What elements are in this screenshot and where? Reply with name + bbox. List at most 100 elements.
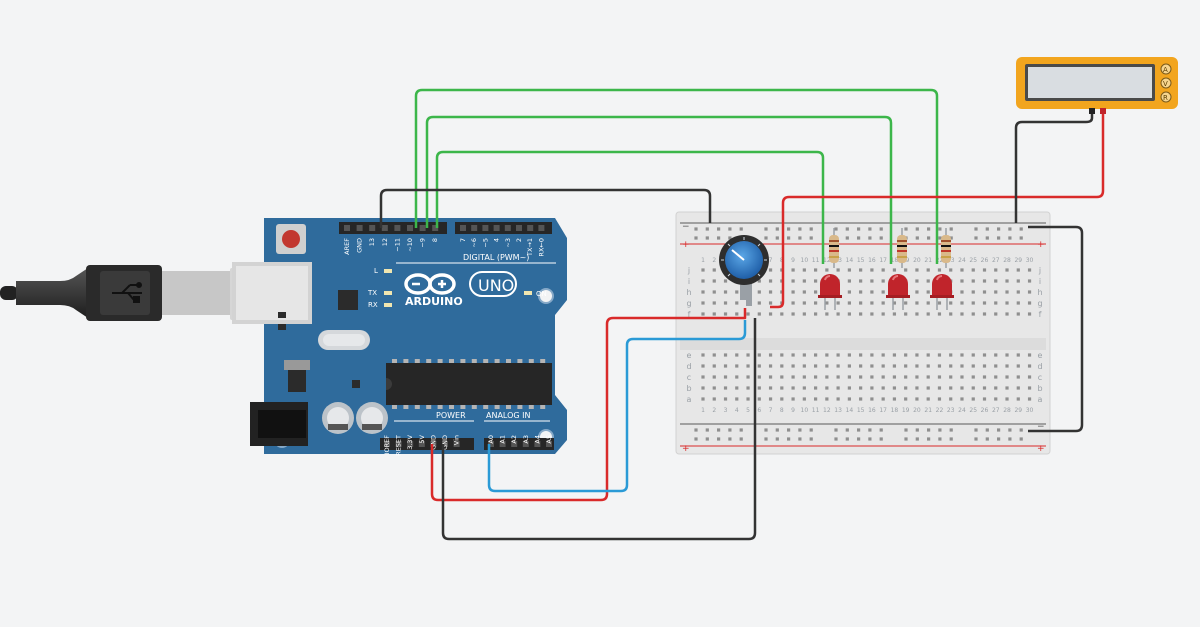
- breadboard-hole[interactable]: [960, 301, 964, 305]
- multimeter[interactable]: A V R: [1016, 57, 1178, 114]
- breadboard-hole[interactable]: [949, 227, 953, 231]
- breadboard-hole[interactable]: [701, 353, 705, 357]
- breadboard-hole[interactable]: [757, 364, 761, 368]
- breadboard-hole[interactable]: [802, 397, 806, 401]
- breadboard-hole[interactable]: [768, 279, 773, 283]
- breadboard-hole[interactable]: [701, 290, 705, 294]
- breadboard-hole[interactable]: [949, 236, 953, 240]
- breadboard-hole[interactable]: [927, 428, 931, 432]
- breadboard-hole[interactable]: [757, 301, 761, 305]
- breadboard-hole[interactable]: [949, 268, 953, 272]
- breadboard-hole[interactable]: [937, 353, 942, 357]
- breadboard-hole[interactable]: [712, 386, 716, 390]
- breadboard-hole[interactable]: [949, 386, 953, 390]
- breadboard-hole[interactable]: [723, 397, 728, 401]
- breadboard-hole[interactable]: [971, 353, 975, 357]
- breadboard-hole[interactable]: [926, 353, 930, 357]
- breadboard-hole[interactable]: [757, 375, 761, 379]
- breadboard-hole[interactable]: [994, 290, 998, 294]
- analog-pin-holes[interactable]: [488, 441, 552, 447]
- breadboard-hole[interactable]: [694, 437, 698, 441]
- breadboard-hole[interactable]: [937, 312, 942, 316]
- breadboard-hole[interactable]: [845, 428, 849, 432]
- breadboard-hole[interactable]: [974, 437, 978, 441]
- breadboard-hole[interactable]: [728, 428, 732, 432]
- breadboard-hole[interactable]: [723, 279, 728, 283]
- breadboard-hole[interactable]: [780, 386, 784, 390]
- breadboard-hole[interactable]: [904, 375, 908, 379]
- breadboard-hole[interactable]: [802, 364, 806, 368]
- breadboard-hole[interactable]: [915, 375, 919, 379]
- mode-v-button[interactable]: [1160, 77, 1172, 89]
- breadboard-hole[interactable]: [960, 375, 964, 379]
- breadboard-hole[interactable]: [768, 290, 773, 294]
- mode-a-button[interactable]: [1160, 63, 1172, 75]
- header-pin[interactable]: [527, 225, 534, 231]
- breadboard-hole[interactable]: [982, 386, 987, 390]
- breadboard-hole[interactable]: [836, 353, 840, 357]
- header-pin[interactable]: [538, 225, 545, 231]
- breadboard-hole[interactable]: [847, 312, 851, 316]
- breadboard-hole[interactable]: [904, 397, 908, 401]
- breadboard-hole[interactable]: [994, 353, 998, 357]
- breadboard-hole[interactable]: [802, 312, 806, 316]
- breadboard-hole[interactable]: [915, 236, 919, 240]
- breadboard-hole[interactable]: [1027, 386, 1032, 390]
- breadboard-hole[interactable]: [825, 397, 829, 401]
- breadboard-hole[interactable]: [915, 279, 919, 283]
- breadboard-hole[interactable]: [814, 397, 818, 401]
- breadboard-hole[interactable]: [757, 290, 761, 294]
- breadboard-hole[interactable]: [746, 353, 750, 357]
- breadboard-hole[interactable]: [997, 437, 1001, 441]
- breadboard-hole[interactable]: [809, 428, 813, 432]
- breadboard-hole[interactable]: [926, 375, 930, 379]
- breadboard-hole[interactable]: [937, 364, 942, 368]
- breadboard-hole[interactable]: [798, 437, 802, 441]
- breadboard-hole[interactable]: [915, 364, 919, 368]
- breadboard-hole[interactable]: [825, 364, 829, 368]
- breadboard-hole[interactable]: [701, 268, 705, 272]
- breadboard-hole[interactable]: [857, 437, 861, 441]
- breadboard-hole[interactable]: [847, 301, 851, 305]
- breadboard-hole[interactable]: [904, 268, 908, 272]
- breadboard-hole[interactable]: [1005, 312, 1009, 316]
- breadboard-hole[interactable]: [791, 268, 795, 272]
- breadboard-hole[interactable]: [735, 353, 739, 357]
- breadboard-hole[interactable]: [764, 437, 768, 441]
- breadboard-hole[interactable]: [915, 301, 919, 305]
- breadboard-hole[interactable]: [994, 312, 998, 316]
- breadboard-hole[interactable]: [982, 375, 987, 379]
- breadboard-hole[interactable]: [780, 364, 784, 368]
- breadboard-hole[interactable]: [847, 268, 851, 272]
- breadboard-hole[interactable]: [764, 227, 768, 231]
- breadboard-hole[interactable]: [997, 227, 1001, 231]
- breadboard-hole[interactable]: [982, 364, 987, 368]
- breadboard-hole[interactable]: [845, 236, 849, 240]
- breadboard-hole[interactable]: [757, 386, 761, 390]
- breadboard-hole[interactable]: [836, 386, 840, 390]
- breadboard-hole[interactable]: [847, 353, 851, 357]
- breadboard-hole[interactable]: [802, 268, 806, 272]
- breadboard-hole[interactable]: [868, 428, 872, 432]
- breadboard-hole[interactable]: [868, 437, 872, 441]
- header-pin[interactable]: [482, 225, 489, 231]
- breadboard-hole[interactable]: [985, 236, 989, 240]
- breadboard-hole[interactable]: [1005, 353, 1009, 357]
- breadboard-hole[interactable]: [712, 312, 716, 316]
- header-pin[interactable]: [516, 225, 522, 231]
- header-pin[interactable]: [407, 441, 414, 447]
- header-pin[interactable]: [488, 441, 494, 447]
- breadboard-hole[interactable]: [971, 312, 975, 316]
- breadboard-hole[interactable]: [881, 375, 885, 379]
- breadboard-hole[interactable]: [798, 227, 802, 231]
- breadboard-hole[interactable]: [994, 268, 998, 272]
- header-pin[interactable]: [419, 225, 426, 231]
- breadboard-hole[interactable]: [926, 364, 930, 368]
- breadboard-hole[interactable]: [728, 236, 732, 240]
- breadboard-hole[interactable]: [712, 397, 716, 401]
- breadboard-hole[interactable]: [694, 227, 698, 231]
- breadboard-hole[interactable]: [937, 268, 942, 272]
- breadboard-hole[interactable]: [705, 227, 709, 231]
- breadboard-hole[interactable]: [723, 290, 728, 294]
- breadboard-hole[interactable]: [723, 375, 728, 379]
